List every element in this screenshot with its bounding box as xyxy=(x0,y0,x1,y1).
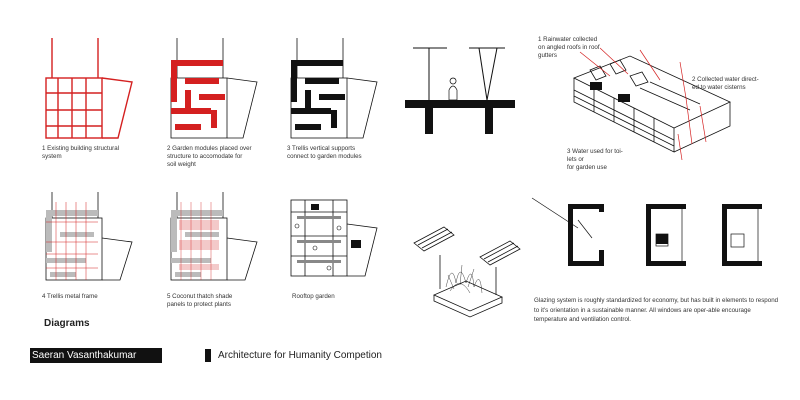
competition-title: Architecture for Humanity Competion xyxy=(218,350,382,361)
glazing-description: Glazing system is roughly standardized f… xyxy=(534,297,779,323)
note-water-to-cisterns: 2 Collected water direct- ed to water ci… xyxy=(692,76,759,91)
note-rainwater-collected: 1 Rainwater collected on angled roofs in… xyxy=(538,36,600,59)
author-name: Saeran Vasanthakumar xyxy=(30,348,162,363)
plan-trellis-frame xyxy=(45,192,133,281)
caption-trellis-supports: 3 Trellis vertical supports connect to g… xyxy=(287,145,362,160)
caption-existing-structure: 1 Existing building structural system xyxy=(42,145,120,160)
plan-rooftop-garden xyxy=(290,199,378,277)
caption-garden-modules: 2 Garden modules placed over structure t… xyxy=(167,145,252,168)
axon-trellis-thatch xyxy=(413,226,521,318)
caption-thatch-panels: 5 Coconut thatch shade panels to protect… xyxy=(167,293,233,308)
plan-garden-modules xyxy=(170,38,258,139)
section-heading: Diagrams xyxy=(44,318,90,329)
plan-thatch-panels xyxy=(170,192,258,281)
section-trellis-posts xyxy=(405,47,515,134)
plan-trellis-supports xyxy=(290,38,378,139)
note-water-use: 3 Water used for toi- lets or for garden… xyxy=(567,148,623,171)
caption-rooftop-garden: Rooftop garden xyxy=(292,293,335,300)
window-sections xyxy=(531,197,762,266)
title-marker xyxy=(205,349,211,362)
axon-water-collection xyxy=(573,47,731,161)
caption-trellis-frame: 4 Trellis metal frame xyxy=(42,293,98,300)
plan-existing-structure xyxy=(45,38,133,139)
